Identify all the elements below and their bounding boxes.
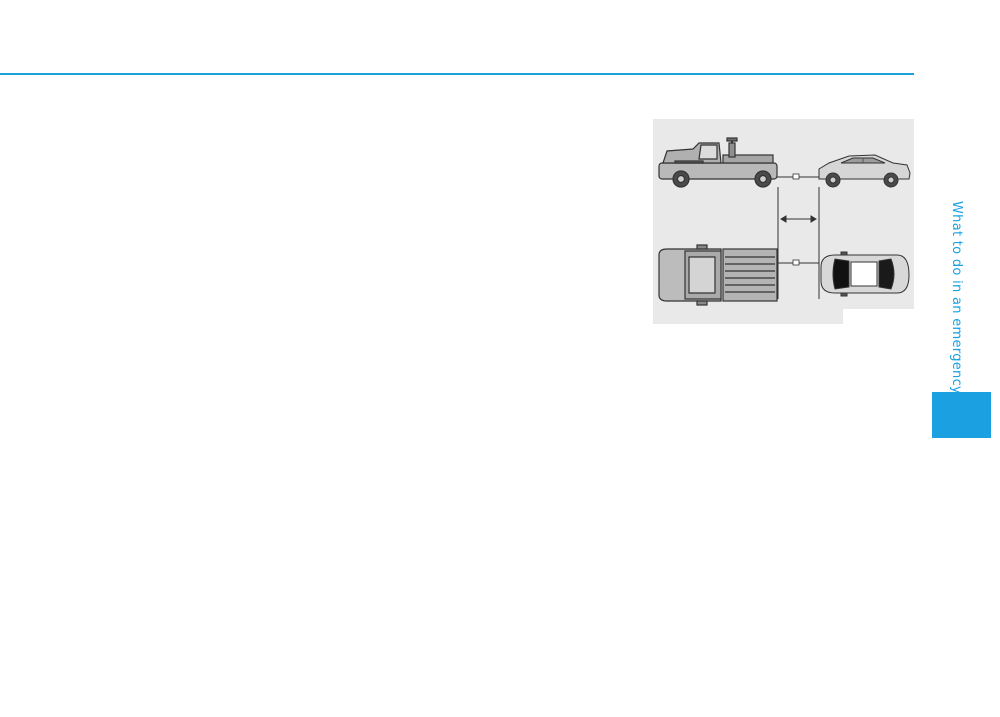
car-side-icon — [818, 154, 911, 188]
section-tab-label[interactable]: What to do in an emergency — [949, 201, 964, 395]
car-top-icon — [820, 251, 910, 297]
tow-truck-top-icon — [658, 244, 778, 306]
towing-diagram — [653, 119, 914, 324]
section-tab-marker — [932, 392, 991, 438]
header-rule — [0, 73, 914, 75]
tow-truck-side-icon — [658, 137, 778, 188]
distance-dimension-icon — [777, 187, 820, 299]
